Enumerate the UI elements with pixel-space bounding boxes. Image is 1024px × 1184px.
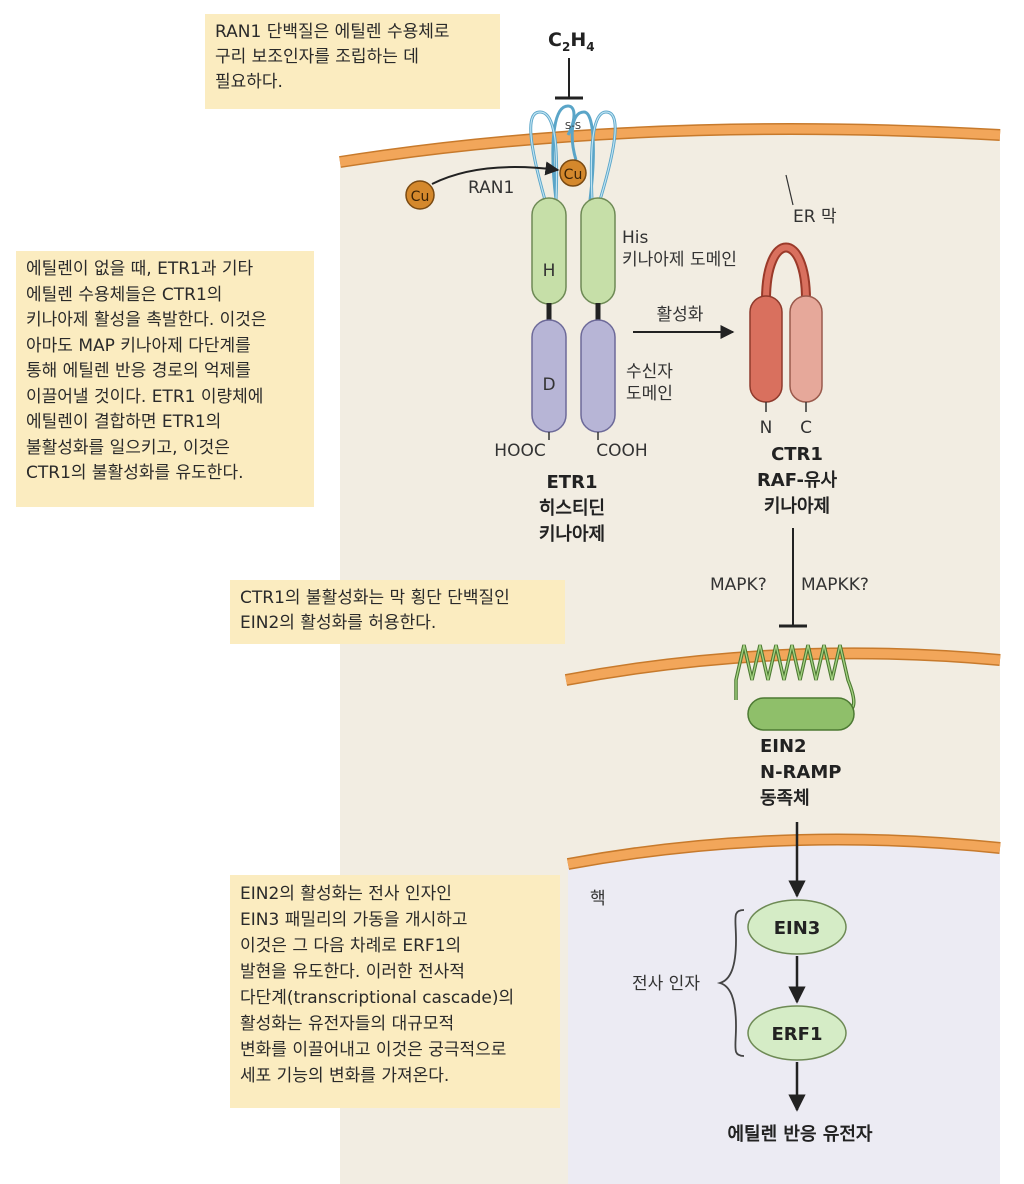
ethylene-label: C2H4: [548, 29, 595, 54]
nucleus-label: 핵: [590, 889, 606, 909]
cooh-label: COOH: [596, 441, 647, 461]
ctr1-c-label: C: [800, 418, 812, 438]
mapk-label: MAPK?: [710, 575, 767, 595]
his-domain-h-label: H: [543, 261, 556, 281]
ctr1-n-label: N: [760, 418, 773, 438]
note-ein2-activation: EIN2의 활성화는 전사 인자인 EIN3 패밀리의 가동을 개시하고 이것은…: [230, 875, 560, 1108]
ethylene-response-genes-label: 에틸렌 반응 유전자: [727, 1124, 872, 1145]
note-no-ethylene: 에틸렌이 없을 때, ETR1과 기타 에틸렌 수용체들은 CTR1의 키나아제…: [16, 251, 314, 507]
etr1-left-his-domain: [531, 197, 567, 305]
copper-bound: [559, 159, 587, 187]
er-membrane-label: ER 막: [793, 207, 837, 227]
etr1-right-receiver-domain: [580, 319, 616, 433]
activation-label: 활성화: [657, 305, 704, 325]
ran1-label: RAN1: [468, 178, 514, 198]
ctr1-c-domain: [789, 295, 823, 403]
receiver-domain-d-label: D: [542, 375, 555, 395]
ein3-label: EIN3: [774, 918, 821, 939]
erf1-label: ERF1: [772, 1024, 823, 1045]
ein3-node: [747, 899, 847, 955]
copper-free-label: Cu: [411, 189, 430, 205]
hooc-label: HOOC: [494, 441, 545, 461]
ein2-cytoplasmic-domain: [747, 697, 855, 731]
copper-free: [405, 180, 435, 210]
etr1-right-his-domain: [580, 197, 616, 305]
note-ran1: RAN1 단백질은 에틸렌 수용체로 구리 보조인자를 조립하는 데 필요하다.: [205, 14, 500, 109]
copper-bound-label: Cu: [564, 167, 583, 183]
ctr1-n-domain: [749, 295, 783, 403]
er-label-leader: [785, 174, 794, 206]
transcription-factor-brace: [716, 909, 745, 1057]
mapkk-label: MAPKK?: [801, 575, 869, 595]
erf1-node: [747, 1005, 847, 1061]
note-ctr1-inactivation: CTR1의 불활성화는 막 횡단 단백질인 EIN2의 활성화를 허용한다.: [230, 580, 565, 644]
ran1-arrow: [431, 161, 560, 185]
transcription-factor-label: 전사 인자: [632, 974, 700, 994]
disulfide-label: S-S: [565, 121, 581, 132]
